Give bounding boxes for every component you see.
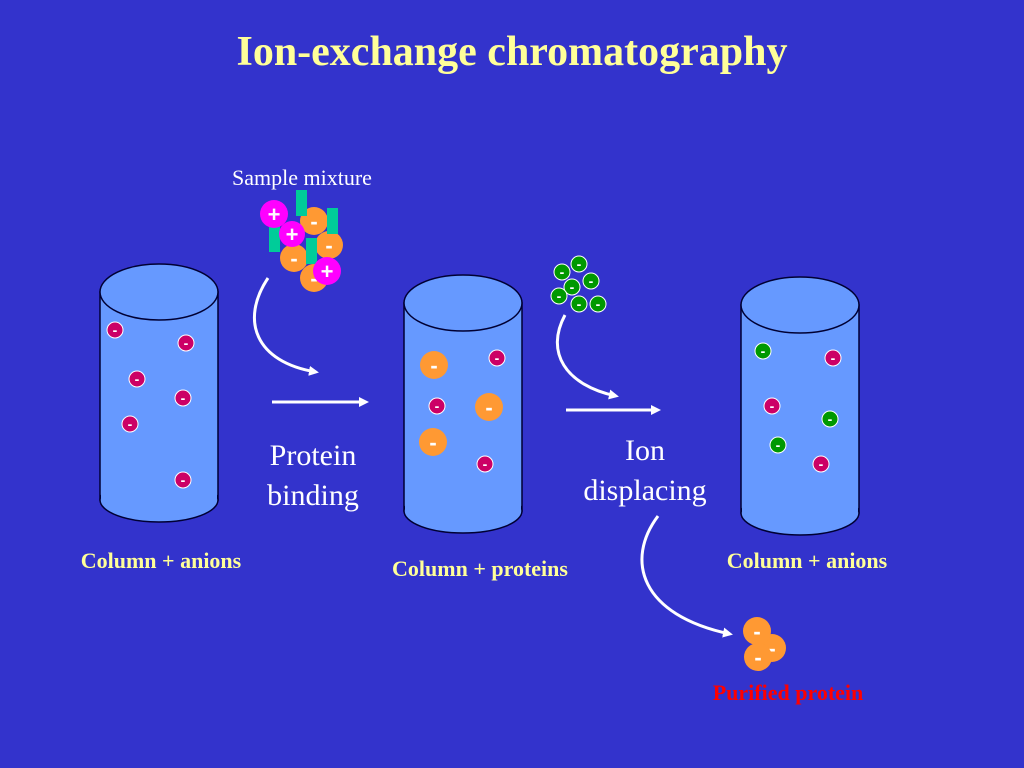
displacing-ion: -	[570, 255, 588, 273]
column-3-contents: - - - - - -	[754, 342, 842, 473]
displacing-ion: -	[550, 287, 568, 305]
svg-text:-: -	[753, 619, 760, 644]
column-1	[99, 263, 219, 523]
protein-ion: -	[420, 351, 448, 379]
protein-ion: -	[744, 643, 772, 671]
displacing-ion: -	[589, 295, 607, 313]
svg-text:-: -	[770, 398, 775, 414]
svg-text:-: -	[596, 296, 601, 312]
svg-text:-: -	[430, 353, 437, 378]
svg-text:-: -	[113, 322, 118, 338]
svg-text:-: -	[181, 390, 186, 406]
displacing-ion: -	[769, 436, 787, 454]
displacing-ion: -	[754, 342, 772, 360]
anion: -	[128, 370, 146, 388]
displacing-ion: -	[570, 295, 588, 313]
protein-ion: -	[315, 231, 343, 259]
svg-text:-: -	[577, 256, 582, 272]
step-label-line: Protein	[269, 439, 357, 472]
anion: -	[812, 455, 830, 473]
svg-text:-: -	[577, 296, 582, 312]
column-1-caption: Column + anions	[80, 548, 242, 573]
anion: -	[476, 455, 494, 473]
positive-ion: +	[260, 200, 288, 228]
sample-mixture: - - - - + + +	[260, 190, 343, 292]
purified-protein-label: Purified protein	[712, 680, 864, 705]
anion: -	[763, 397, 781, 415]
neutral-block	[269, 226, 280, 252]
anion: -	[121, 415, 139, 433]
arrow-ions-in	[555, 314, 619, 400]
svg-text:-: -	[184, 335, 189, 351]
slide-title: Ion-exchange chromatography	[236, 29, 788, 75]
step-label-line: displacing	[583, 474, 707, 507]
arrow-elution	[640, 515, 733, 638]
column-2-contents: - - - - - -	[419, 349, 506, 473]
svg-text:-: -	[768, 636, 775, 661]
neutral-block	[327, 208, 338, 234]
anion: -	[174, 471, 192, 489]
anion: -	[428, 397, 446, 415]
protein-ion: -	[419, 428, 447, 456]
column-1-anions: - - - - - -	[106, 321, 195, 489]
svg-text:-: -	[761, 343, 766, 359]
anion: -	[824, 349, 842, 367]
displacing-ions: - - - - - - -	[550, 255, 607, 313]
svg-text:-: -	[495, 350, 500, 366]
svg-text:-: -	[557, 288, 562, 304]
svg-text:-: -	[570, 279, 575, 295]
sample-mixture-label: Sample mixture	[232, 165, 372, 190]
svg-text:-: -	[128, 416, 133, 432]
step-label-line: Ion	[625, 434, 665, 467]
column-3-caption: Column + anions	[726, 548, 888, 573]
anion: -	[106, 321, 124, 339]
step-label-line: binding	[267, 479, 359, 512]
neutral-block	[296, 190, 307, 216]
step-label-displacing: Ion displacing	[565, 431, 725, 511]
svg-text:-: -	[831, 350, 836, 366]
arrow-sample-in	[252, 277, 319, 376]
svg-text:-: -	[135, 371, 140, 387]
positive-ion: +	[279, 221, 305, 247]
svg-text:-: -	[485, 395, 492, 420]
positive-ion: +	[313, 257, 341, 285]
displacing-ion: -	[821, 410, 839, 428]
anion: -	[174, 389, 192, 407]
svg-text:-: -	[325, 233, 332, 258]
svg-text:+: +	[321, 259, 334, 284]
neutral-block	[306, 238, 317, 264]
svg-text:-: -	[819, 456, 824, 472]
svg-text:-: -	[754, 645, 761, 670]
svg-text:-: -	[181, 472, 186, 488]
svg-text:+: +	[268, 202, 281, 227]
svg-text:-: -	[310, 266, 317, 291]
svg-text:-: -	[310, 209, 317, 234]
protein-ion: -	[475, 393, 503, 421]
step-label-binding: Protein binding	[254, 436, 372, 516]
svg-text:-: -	[435, 398, 440, 414]
svg-text:-: -	[560, 264, 565, 280]
anion: -	[177, 334, 195, 352]
displacing-ion: -	[563, 278, 581, 296]
svg-text:-: -	[589, 273, 594, 289]
svg-text:-: -	[776, 437, 781, 453]
svg-text:-: -	[429, 430, 436, 455]
svg-text:-: -	[828, 411, 833, 427]
protein-ion: -	[280, 244, 308, 272]
column-2-caption: Column + proteins	[392, 556, 568, 581]
svg-text:-: -	[290, 246, 297, 271]
protein-ion: -	[743, 617, 771, 645]
purified-protein-cluster: - - -	[743, 617, 786, 671]
svg-text:+: +	[286, 222, 299, 247]
anion: -	[488, 349, 506, 367]
column-3	[740, 276, 860, 536]
displacing-ion: -	[553, 263, 571, 281]
column-2	[403, 274, 523, 534]
displacing-ion: -	[582, 272, 600, 290]
svg-text:-: -	[483, 456, 488, 472]
